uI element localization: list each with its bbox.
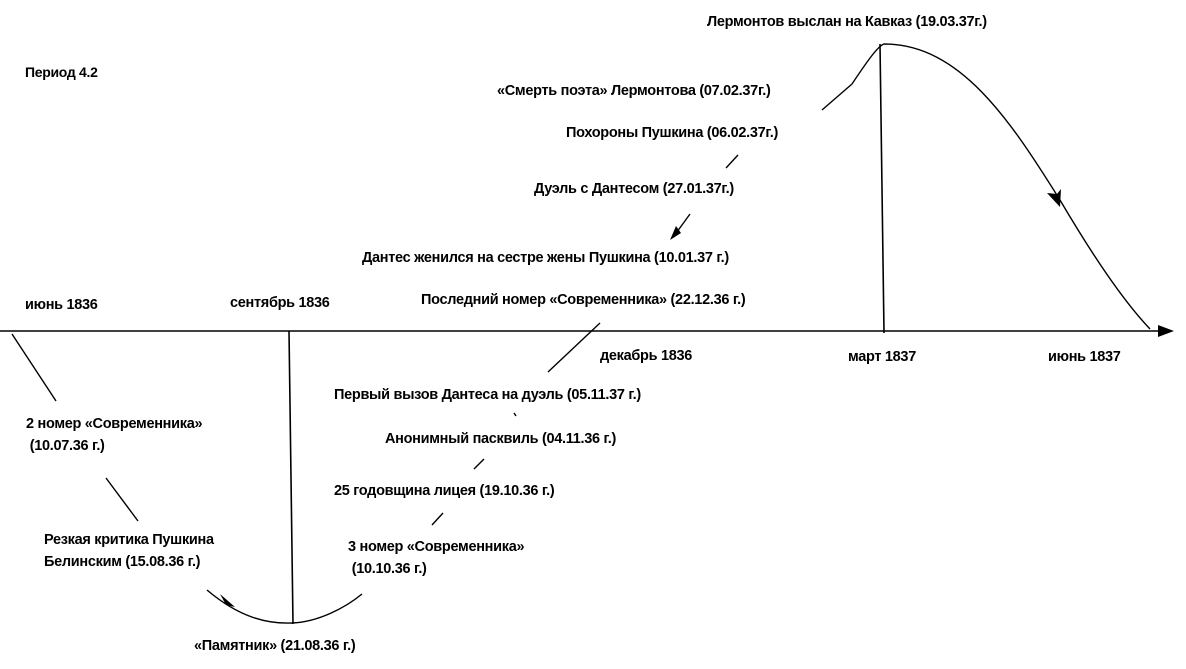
trajectory-seg-4 (473, 458, 485, 470)
event-death-of-poet: «Смерть поэта» Лермонтова (07.02.37г.) (497, 83, 771, 99)
event-belinsky-line1: Резкая критика Пушкина (44, 532, 214, 548)
axis-label-sep1836: сентябрь 1836 (230, 295, 330, 311)
trajectory-arrow-top (1047, 189, 1061, 207)
trajectory-seg-2 (105, 477, 139, 522)
trajectory-seg-3 (431, 512, 444, 526)
event-duel: Дуэль с Дантесом (27.01.37г.) (534, 181, 734, 197)
axis-label-jun1837: июнь 1837 (1048, 349, 1121, 365)
trajectory-curve-bottom (206, 589, 363, 624)
axis-label-jun1836: июнь 1836 (25, 297, 98, 313)
axis-arrowhead (1158, 325, 1174, 337)
event-belinsky-line2: Белинским (15.08.36 г.) (44, 554, 201, 570)
event-pasquil: Анонимный пасквиль (04.11.36 г.) (385, 431, 617, 447)
axis-label-mar1837: март 1837 (848, 349, 916, 365)
event-sovremennik-3-line2: (10.10.36 г.) (348, 561, 427, 577)
event-sovremennik-2-line1: 2 номер «Современника» (26, 416, 203, 432)
event-monument: «Памятник» (21.08.36 г.) (194, 638, 356, 654)
trajectory-seg-6 (547, 322, 601, 373)
event-lermontov-exile: Лермонтов выслан на Кавказ (19.03.37г.) (707, 14, 987, 30)
trajectory-seg-9 (821, 83, 853, 111)
marker-sep1836 (288, 330, 294, 625)
event-lyceum: 25 годовщина лицея (19.10.36 г.) (334, 483, 555, 499)
event-first-challenge: Первый вызов Дантеса на дуэль (05.11.37 … (334, 387, 641, 403)
trajectory-arrow-bottom (220, 594, 235, 607)
trajectory-seg-1 (11, 333, 57, 402)
event-sovremennik-3-line1: 3 номер «Современника» (348, 539, 525, 555)
trajectory-arrow-duel (670, 226, 681, 240)
trajectory-seg-5 (513, 412, 517, 417)
event-funeral: Похороны Пушкина (06.02.37г.) (566, 125, 778, 141)
trajectory-seg-8 (725, 154, 739, 169)
axis-label-dec1836: декабрь 1836 (600, 348, 693, 364)
marker-mar1837 (879, 43, 885, 334)
event-last-sovremennik: Последний номер «Современника» (22.12.36… (421, 292, 746, 308)
event-dantes-married: Дантес женился на сестре жены Пушкина (1… (362, 250, 729, 266)
event-sovremennik-2-line2: (10.07.36 г.) (26, 438, 105, 454)
trajectory-curve-top (851, 43, 1151, 330)
period-title: Период 4.2 (25, 64, 98, 80)
